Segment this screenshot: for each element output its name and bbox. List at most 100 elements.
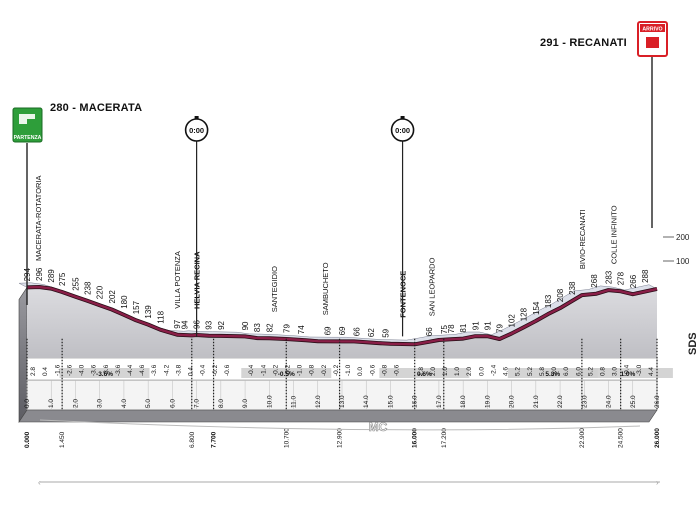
km-tick-label: 20.0 (509, 395, 516, 408)
km-tick-label: 19.0 (484, 395, 491, 408)
segment-gradient-label: -3.6 (103, 364, 110, 376)
altitude-label: 289 (47, 269, 56, 283)
km-tick-label: 4.0 (121, 399, 128, 408)
average-gradient-label: -0.5% (278, 371, 295, 378)
segment-gradient-label: -0.4 (248, 364, 255, 376)
km-tick-label: 6.0 (169, 399, 176, 408)
altitude-label: 92 (217, 320, 226, 329)
altitude-label: 208 (556, 288, 565, 302)
segment-gradient-label: -0.2 (321, 364, 328, 376)
km-tick-label: 0.0 (24, 399, 31, 408)
altitude-label: 74 (297, 325, 306, 334)
altitude-label: 154 (532, 301, 541, 315)
segment-gradient-label: 1.0 (454, 367, 461, 376)
segment-gradient-label: -4.0 (79, 364, 86, 376)
timing-label: 0:00 (395, 126, 410, 135)
finish-marker: ARRIVO 291 - RECANATI (540, 21, 668, 228)
km-tick-label: 23.0 (581, 395, 588, 408)
segment-gradient-label: 1.0 (442, 367, 449, 376)
segment-gradient-label: -3.6 (115, 364, 122, 376)
altitude-label: 157 (132, 300, 141, 314)
altitude-labels-group: 2942962892752552382202021801571391189794… (23, 267, 650, 338)
altitude-label: 91 (471, 321, 480, 330)
km-tick-label: 1.0 (48, 399, 55, 408)
start-city-label: 280 - MACERATA (50, 102, 142, 114)
km-tick-label: 15.0 (388, 395, 395, 408)
segment-gradient-label: 2.0 (430, 367, 437, 376)
profile-line (26, 285, 658, 346)
segment-gradient-label: -0.6 (224, 364, 231, 376)
segment-gradient-label: 0.4 (188, 367, 195, 376)
segment-gradient-label: -0.8 (381, 364, 388, 376)
segment-gradient-label: -0.8 (309, 364, 316, 376)
segment-gradient-label: 6.0 (575, 367, 582, 376)
segment-gradient-label: 6.0 (563, 367, 570, 376)
km-tick-label: 17.0 (436, 395, 443, 408)
km-tick-label: 6.800 (189, 431, 196, 448)
start-marker: PARTENZA 280 - MACERATA (12, 102, 142, 305)
km-tick-label: 12.900 (337, 428, 344, 448)
km-tick-label: 7.0 (194, 399, 201, 408)
km-tick-label: 10.700 (283, 428, 290, 448)
altitude-label: 180 (120, 295, 129, 309)
km-tick-label: 8.0 (218, 399, 225, 408)
finish-flag-icon (646, 37, 659, 48)
segment-gradient-label: 2.8 (30, 367, 37, 376)
altitude-label: 91 (483, 321, 492, 330)
segment-gradient-label: 1.8 (418, 367, 425, 376)
average-gradient-label: 5.3% (545, 371, 560, 378)
altitude-label: 255 (72, 277, 81, 291)
km-tick-label: 7.700 (211, 431, 218, 448)
segment-gradient-label: 0.0 (357, 367, 364, 376)
altitude-label: 69 (324, 326, 333, 335)
segment-gradient-label: 2.0 (466, 367, 473, 376)
altitude-label: 82 (265, 323, 274, 332)
average-gradient-bar (582, 368, 673, 378)
km-tick-label: 26.000 (654, 428, 661, 448)
altitude-label: 81 (459, 323, 468, 332)
axis-right-arrow: › (656, 478, 659, 487)
segment-gradient-label: -0.6 (394, 364, 401, 376)
location-label: MACERATA-ROTATORIA (34, 175, 43, 261)
km-tick-label: 24.0 (606, 395, 613, 408)
altitude-label: 220 (96, 285, 105, 299)
altitude-label: 238 (84, 281, 93, 295)
altitude-label: 79 (282, 324, 291, 333)
segment-gradient-label: -3.6 (151, 364, 158, 376)
segment-gradient-label: -3.6 (91, 364, 98, 376)
segment-gradient-label: 0.4 (42, 367, 49, 376)
altitude-label: 94 (181, 320, 190, 329)
region-label: MC (369, 420, 388, 434)
segment-gradient-label: 5.2 (527, 367, 534, 376)
altitude-label: 128 (520, 307, 529, 321)
segment-gradient-label: -4.4 (127, 364, 134, 376)
altitude-label: 288 (641, 269, 650, 283)
segment-gradient-label: -0.2 (272, 364, 279, 376)
finish-badge-band (640, 24, 665, 32)
segment-gradient-label: 3.0 (612, 367, 619, 376)
average-gradient-bar (59, 368, 150, 378)
altitude-label: 139 (144, 305, 153, 319)
altitude-label: 283 (605, 270, 614, 284)
km-tick-label: 18.0 (460, 395, 467, 408)
km-tick-label: 14.0 (363, 395, 370, 408)
finish-badge-label: ARRIVO (642, 27, 662, 33)
altitude-label: 83 (253, 323, 262, 332)
km-tick-label: 3.0 (97, 399, 104, 408)
axis-left-arrow: ‹ (38, 478, 41, 487)
km-tick-label: 11.0 (291, 395, 298, 408)
segment-gradient-label: -3.8 (175, 364, 182, 376)
km-tick-label: 16.0 (412, 395, 419, 408)
segment-gradient-label: -4.6 (139, 364, 146, 376)
location-label: SAN LEOPARDO (428, 257, 437, 316)
profile-group (18, 282, 658, 358)
altitude-label: 79 (496, 324, 505, 333)
altitude-label: 90 (241, 321, 250, 330)
segment-gradient-label: -1.0 (297, 364, 304, 376)
base-bottom-face (18, 409, 658, 423)
stopwatch-crown (194, 116, 199, 119)
segment-gradient-label: -0.2 (333, 364, 340, 376)
